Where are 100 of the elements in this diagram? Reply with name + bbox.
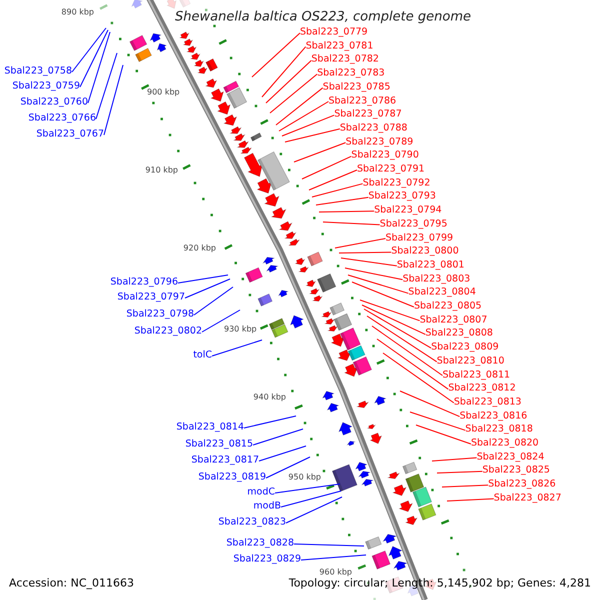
leader-line	[280, 490, 342, 508]
gene-label: Sbal223_0798	[126, 310, 194, 320]
leader-line	[372, 326, 443, 376]
gene-label: modC	[247, 488, 275, 498]
gene-label: Sbal223_0795	[380, 219, 448, 230]
leader-line	[252, 428, 304, 446]
leader-line	[416, 424, 472, 444]
scale-label: 950 kbp	[288, 472, 321, 482]
leader-line	[284, 128, 340, 142]
gene-label: Sbal223_0807	[420, 315, 488, 326]
gene-label: Sbal223_0783	[317, 68, 385, 80]
leader-line	[270, 74, 318, 114]
leader-line	[446, 498, 494, 502]
gene-label: Sbal223_0826	[488, 480, 556, 491]
leader-line	[72, 28, 106, 72]
genome-stats-text: Topology: circular; Length: 5,145,902 bp; Genes: 4,281	[288, 578, 591, 590]
gene-label: Sbal223_0819	[198, 472, 266, 484]
leader-line	[300, 554, 366, 560]
leader-line	[348, 274, 409, 294]
leader-line	[80, 30, 108, 88]
leader-line	[294, 142, 346, 162]
leader-line	[276, 87, 324, 126]
gene-label: Sbal223_0823	[218, 518, 286, 528]
gene-label: Sbal223_0805	[414, 302, 482, 312]
leader-line	[400, 390, 460, 418]
leader-line	[244, 416, 296, 428]
gene-label: Sbal223_0766	[28, 114, 96, 124]
gene-label: Sbal223_0785	[322, 82, 390, 94]
gene-label: Sbal223_0759	[12, 82, 80, 92]
leader-line	[382, 352, 454, 404]
gene-label: Sbal223_0808	[425, 328, 493, 340]
leader-line	[252, 32, 300, 78]
leader-line	[294, 544, 364, 546]
leader-line	[338, 252, 392, 254]
gene-label: Sbal223_0803	[402, 274, 470, 286]
leader-line	[88, 32, 110, 104]
gene-label: Sbal223_0779	[300, 28, 368, 38]
gene-label: Sbal223_0801	[396, 260, 464, 272]
scale-label: 930 kbp	[224, 324, 257, 334]
scale-label: 920 kbp	[183, 243, 216, 253]
leader-line	[352, 282, 414, 308]
gene-label: Sbal223_0824	[476, 452, 544, 464]
leader-line	[312, 183, 364, 198]
gene-label: Sbal223_0791	[357, 164, 425, 176]
gene-label: Sbal223_0827	[494, 493, 562, 504]
leader-line	[432, 457, 478, 462]
scale-label: 890 kbp	[61, 7, 94, 17]
gene-label: Sbal223_0829	[233, 554, 301, 566]
gene-label: Sbal223_0793	[368, 192, 436, 203]
gene-label: Sbal223_0782	[311, 54, 379, 66]
gene-label: Sbal223_0816	[460, 411, 528, 422]
leader-line	[202, 310, 240, 332]
leader-line	[212, 340, 262, 356]
leader-line	[274, 484, 340, 494]
gene-label: Sbal223_0781	[306, 41, 374, 52]
scale-label: 960 kbp	[319, 566, 352, 576]
gene-label: Sbal223_0788	[340, 123, 408, 134]
gene-label: Sbal223_0828	[226, 538, 294, 550]
gene-label: Sbal223_0818	[465, 424, 533, 436]
leader-line	[96, 52, 118, 120]
leader-line	[308, 170, 358, 190]
gene-label: Sbal223_0811	[442, 370, 510, 381]
leader-line	[184, 278, 230, 298]
leader-line	[282, 114, 335, 136]
gene-label: Sbal223_0787	[334, 110, 402, 121]
leader-line	[322, 222, 380, 226]
gene-label: modB	[253, 502, 281, 512]
gene-label: tolC	[193, 350, 212, 362]
scale-label: 940 kbp	[253, 392, 286, 402]
leader-line	[262, 46, 306, 98]
leader-line	[436, 470, 483, 474]
gene-label: Sbal223_0758	[4, 66, 72, 78]
leader-line	[362, 304, 426, 335]
gene-label: Sbal223_0802	[134, 326, 202, 338]
leader-line	[364, 308, 432, 349]
scale-label: 910 kbp	[145, 165, 178, 175]
title: Shewanella baltica OS223, complete genome	[175, 10, 471, 26]
leader-line	[286, 496, 342, 524]
leader-line	[194, 286, 234, 316]
leader-line	[178, 274, 228, 284]
gene-label: Sbal223_0789	[346, 137, 414, 148]
gene-label: Sbal223_0799	[386, 233, 454, 244]
leader-line	[334, 238, 386, 248]
gene-label: Sbal223_0817	[191, 456, 259, 466]
gene-label: Sbal223_0810	[436, 356, 504, 368]
gene-label: Sbal223_0800	[391, 246, 459, 258]
gene-label: Sbal223_0760	[20, 98, 88, 108]
leader-line	[340, 258, 398, 266]
gene-label: Sbal223_0796	[110, 278, 178, 288]
leader-line	[316, 196, 369, 206]
gene-label: Sbal223_0812	[448, 384, 516, 395]
leader-line	[410, 412, 466, 431]
gene-label: Sbal223_0804	[408, 288, 476, 299]
gene-label: Sbal223_0797	[117, 292, 185, 304]
gene-label: Sbal223_0809	[431, 342, 499, 354]
leader-line	[278, 101, 329, 132]
gene-label: Sbal223_0790	[351, 150, 419, 162]
leader-line	[266, 60, 312, 104]
gene-label: Sbal223_0820	[471, 438, 539, 450]
accession-text: Accession: NC_011663	[9, 578, 134, 590]
